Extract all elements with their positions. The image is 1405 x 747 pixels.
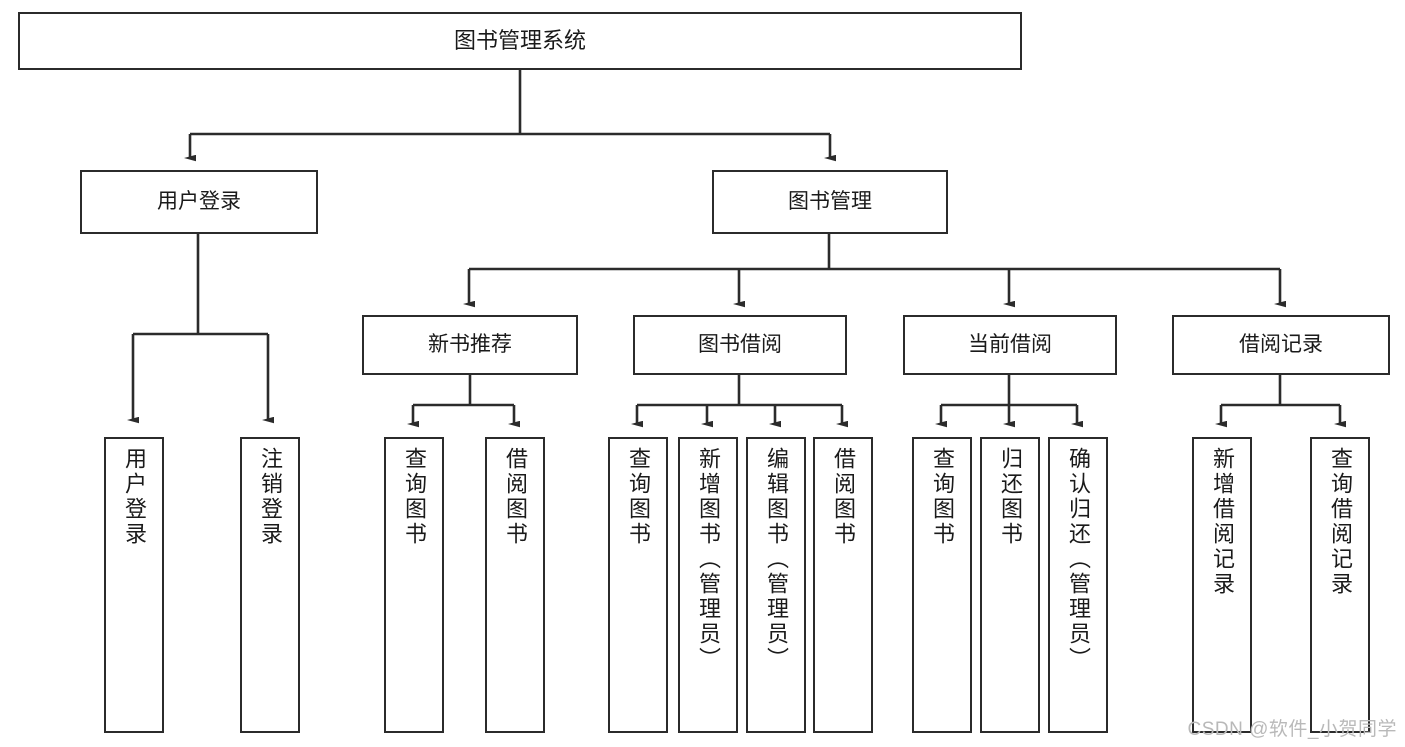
watermark-text: CSDN @软件_小贺同学 <box>1187 719 1397 740</box>
node-label: 查询图书 <box>930 447 955 547</box>
node-label: 查询借阅记录 <box>1328 447 1353 597</box>
node-new-book-recommend[interactable]: 新书推荐 <box>362 315 578 375</box>
leaf-record-query-record[interactable]: 查询借阅记录 <box>1310 437 1370 733</box>
node-label: 新增图书（管理员） <box>696 447 721 672</box>
leaf-recommend-borrow-book[interactable]: 借阅图书 <box>485 437 545 733</box>
node-label: 借阅图书 <box>503 447 528 547</box>
node-book-management[interactable]: 图书管理 <box>712 170 948 234</box>
node-label: 编辑图书（管理员） <box>764 447 789 672</box>
node-label: 借阅记录 <box>1239 332 1323 356</box>
leaf-borrow-edit-book-admin[interactable]: 编辑图书（管理员） <box>746 437 806 733</box>
node-label: 借阅图书 <box>831 447 856 547</box>
node-label: 新增借阅记录 <box>1210 447 1235 597</box>
node-label: 图书管理系统 <box>453 28 586 54</box>
leaf-user-login-logout[interactable]: 注销登录 <box>240 437 300 733</box>
leaf-borrow-query-book[interactable]: 查询图书 <box>608 437 668 733</box>
node-label: 查询图书 <box>626 447 651 547</box>
node-user-login[interactable]: 用户登录 <box>80 170 318 234</box>
node-label: 查询图书 <box>402 447 427 547</box>
node-root-system[interactable]: 图书管理系统 <box>18 12 1022 70</box>
node-label: 当前借阅 <box>968 332 1052 356</box>
leaf-current-return-book[interactable]: 归还图书 <box>980 437 1040 733</box>
leaf-borrow-borrow-book[interactable]: 借阅图书 <box>813 437 873 733</box>
node-borrow-record[interactable]: 借阅记录 <box>1172 315 1390 375</box>
node-label: 新书推荐 <box>428 332 512 356</box>
leaf-borrow-add-book-admin[interactable]: 新增图书（管理员） <box>678 437 738 733</box>
leaf-user-login-login[interactable]: 用户登录 <box>104 437 164 733</box>
node-label: 确认归还（管理员） <box>1066 447 1091 672</box>
node-book-borrow[interactable]: 图书借阅 <box>633 315 847 375</box>
node-label: 归还图书 <box>998 447 1023 547</box>
node-label: 用户登录 <box>122 447 147 547</box>
leaf-record-add-record[interactable]: 新增借阅记录 <box>1192 437 1252 733</box>
node-label: 注销登录 <box>258 447 283 547</box>
node-label: 图书管理 <box>788 189 872 213</box>
leaf-recommend-query-book[interactable]: 查询图书 <box>384 437 444 733</box>
leaf-current-query-book[interactable]: 查询图书 <box>912 437 972 733</box>
node-current-borrow[interactable]: 当前借阅 <box>903 315 1117 375</box>
node-label: 图书借阅 <box>698 332 782 356</box>
node-label: 用户登录 <box>157 189 241 213</box>
leaf-current-confirm-return-admin[interactable]: 确认归还（管理员） <box>1048 437 1108 733</box>
